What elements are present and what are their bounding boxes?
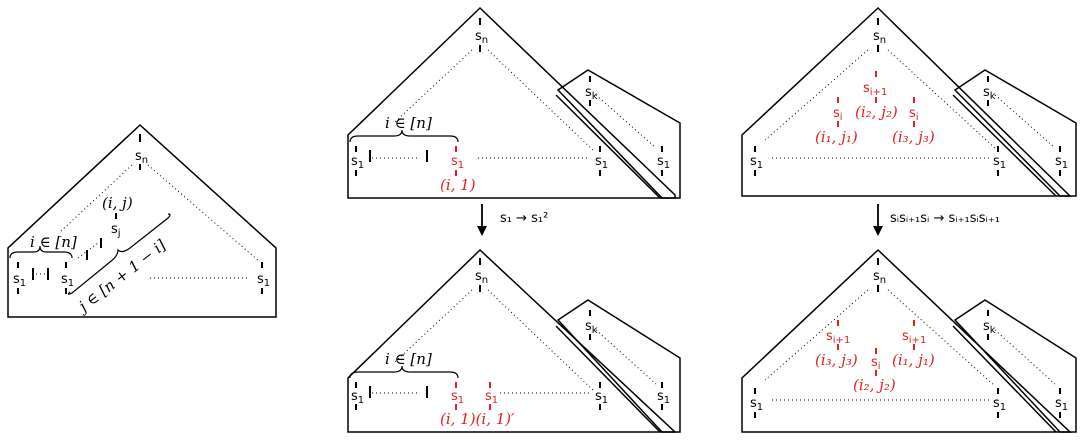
- panel-right-top-inner-outline: [953, 69, 1077, 197]
- diag-right: [487, 49, 596, 153]
- s-i-red-label: si: [871, 355, 881, 372]
- s-j-label: sj: [111, 222, 121, 239]
- i-in-n-label: i ∈ [n]: [385, 350, 432, 368]
- diag-right: [487, 289, 596, 393]
- s-n-label: sn: [475, 29, 488, 46]
- i1-label: (i, 1): [440, 176, 476, 194]
- s-n-label: sn: [475, 269, 488, 286]
- s-n-label: sn: [873, 29, 886, 46]
- diag-left: [764, 289, 869, 381]
- arrow-right-rule: sᵢsᵢ₊₁sᵢ → sᵢ₊₁sᵢsᵢ₊₁: [873, 204, 1000, 236]
- panel-center-bottom-outline: [347, 248, 677, 433]
- panel-left-outline: [7, 123, 277, 318]
- panel-right-bottom-inner-line: [952, 325, 1057, 433]
- s-i1-red-label: si+1: [863, 81, 887, 98]
- i2j2-label: (i₂, j₂): [853, 376, 896, 394]
- inner-diag: [994, 329, 1056, 385]
- s-1-label: s1: [750, 396, 763, 413]
- s-1-red-label: s1: [451, 154, 464, 171]
- s-k-label: sk: [983, 319, 996, 336]
- panel-center-top-inner-line: [555, 94, 661, 199]
- j-range-label: j ∈ [n + 1 − i]: [73, 236, 169, 317]
- i1j1-label: (i₁, j₁): [815, 128, 858, 146]
- panel-right-bottom-inner-outline: [953, 299, 1077, 433]
- i1-pair-label: (i, 1)(i, 1)′: [440, 410, 515, 428]
- i2j2-label: (i₂, j₂): [855, 103, 898, 121]
- diag-left: [394, 49, 473, 123]
- right-rule-label: sᵢsᵢ₊₁sᵢ → sᵢ₊₁sᵢsᵢ₊₁: [890, 211, 1000, 226]
- brace-i-range: [9, 245, 73, 259]
- s-1-label: s1: [351, 154, 364, 171]
- panel-right-bottom: sn sk si+1 si+1 (i₃, j₃) si (i₁, j₁) (i₂…: [741, 248, 1077, 433]
- inner-diag: [994, 94, 1056, 149]
- panel-left-right-diagonal: [147, 164, 261, 263]
- s-1-label: s1: [657, 389, 670, 406]
- s-1-label: s1: [351, 389, 364, 406]
- i-in-n-label: i ∈ [n]: [385, 114, 432, 132]
- panel-center-bottom: sn sk i ∈ [n] s1 s1 s1 (i, 1)(i, 1)′ s1 …: [347, 248, 681, 433]
- s-1-label: s1: [257, 272, 270, 289]
- panel-center-top-inner-outline: [556, 69, 681, 199]
- s-i-red-label: si: [833, 106, 843, 123]
- s-1-label: s1: [993, 154, 1006, 171]
- inner-diag: [595, 329, 657, 385]
- s-1-label: s1: [1055, 396, 1068, 413]
- panel-right-bottom-outline: [741, 248, 1072, 433]
- panel-right-top-inner-line: [952, 94, 1057, 197]
- i1j1-label: (i₁, j₁): [892, 351, 935, 369]
- panel-center-top-outline: [347, 6, 676, 199]
- s-1-label: s1: [595, 154, 608, 171]
- s-1-label: s1: [61, 272, 74, 289]
- s-1-label: s1: [13, 272, 26, 289]
- s-1-label: s1: [750, 154, 763, 171]
- left-rule-label: s₁ → s₁²: [500, 211, 548, 226]
- s-1-red-label: s1: [485, 389, 498, 406]
- diag-left: [394, 289, 473, 363]
- s-1-label: s1: [1055, 154, 1068, 171]
- s-1-red-label: s1: [451, 389, 464, 406]
- panel-left-left-diagonal: [59, 164, 133, 233]
- s-1-label: s1: [595, 389, 608, 406]
- s-n-label: sn: [135, 149, 148, 166]
- diag-left: [764, 49, 869, 141]
- panel-right-top: sn sk si+1 si (i₂, j₂) si (i₁, j₁) (i₃, …: [741, 6, 1077, 197]
- arrow-left-rule: s₁ → s₁²: [477, 204, 548, 236]
- ij-label: (i, j): [102, 194, 133, 212]
- s-k-label: sk: [585, 85, 598, 102]
- s-n-label: sn: [873, 269, 886, 286]
- panel-center-top: sn sk i ∈ [n] s1 s1 (i, 1) s1 s1: [347, 6, 681, 199]
- brace-j-range: [67, 213, 171, 295]
- panel-right-top-outline: [741, 6, 1072, 197]
- panel-center-bottom-inner-outline: [556, 299, 681, 433]
- panel-center-bottom-inner-line: [555, 325, 661, 433]
- s-i1-red-label: si+1: [826, 329, 850, 346]
- s-i1-red-label: si+1: [902, 329, 926, 346]
- s-i-red-label: si: [909, 106, 919, 123]
- s-k-label: sk: [983, 85, 996, 102]
- s-1-label: s1: [657, 154, 670, 171]
- s-k-label: sk: [585, 319, 598, 336]
- brace-i-range: [349, 129, 459, 143]
- s-1-label: s1: [993, 396, 1006, 413]
- i3j3-label: (i₃, j₃): [892, 128, 935, 146]
- diag-right: [887, 49, 996, 149]
- i-in-n-label: i ∈ [n]: [30, 233, 77, 251]
- panel-left: sn (i, j) sj i ∈ [n] s1 s1 j ∈ [n + 1 − …: [7, 123, 277, 318]
- i3j3-label: (i₃, j₃): [815, 351, 858, 369]
- inner-diag: [595, 94, 657, 149]
- brace-i-range: [349, 365, 459, 379]
